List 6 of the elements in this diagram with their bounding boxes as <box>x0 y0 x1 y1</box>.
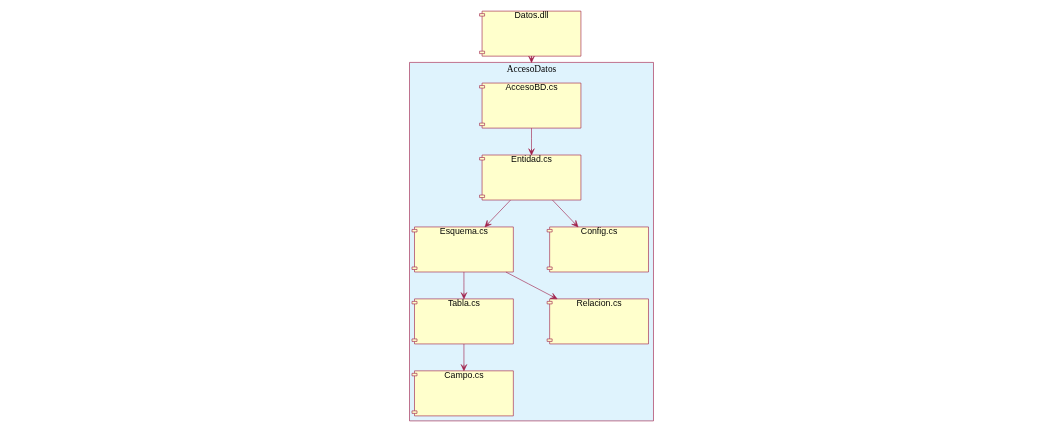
arrow <box>552 199 579 228</box>
arrow <box>460 343 468 372</box>
arrow <box>505 271 558 300</box>
arrow <box>460 271 468 300</box>
arrow <box>484 199 511 228</box>
arrow <box>528 127 535 156</box>
